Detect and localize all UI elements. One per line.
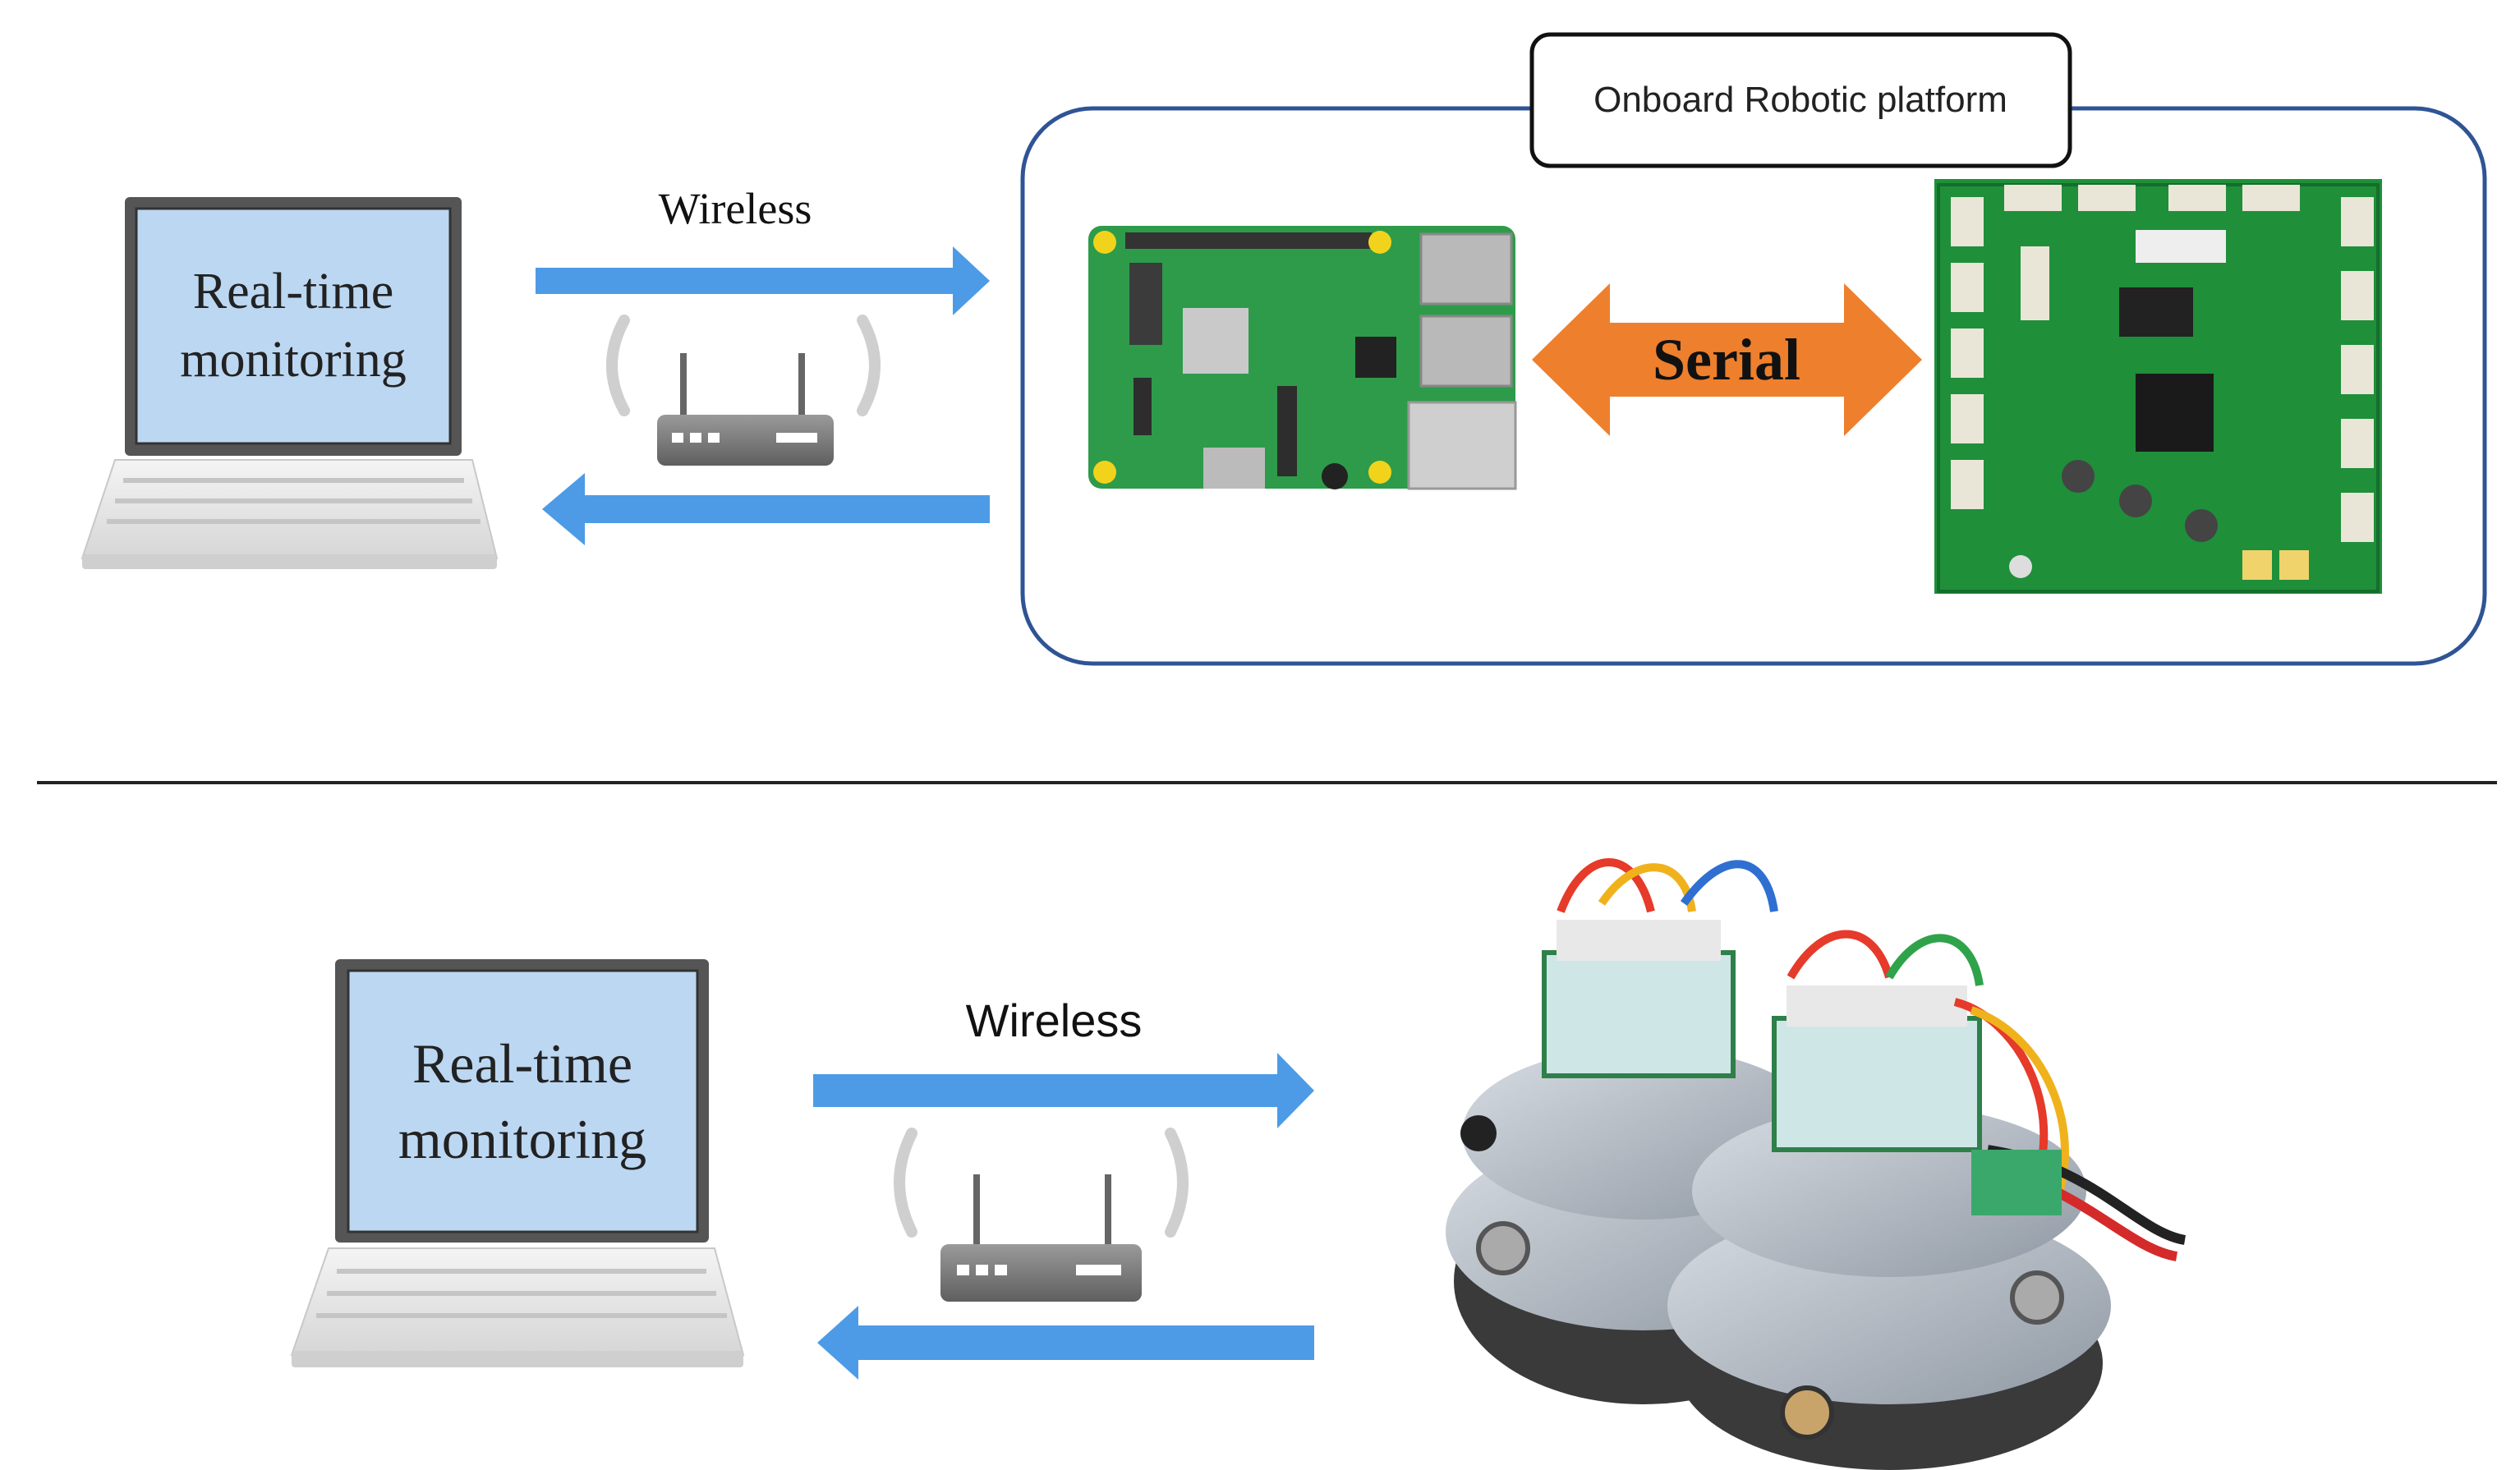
laptop-icon	[80, 197, 499, 569]
robot-swarm-photo	[1446, 858, 2187, 1470]
laptop-screen-line1: Real-time	[412, 1032, 632, 1095]
platform-title-box	[1529, 32, 2072, 168]
wifi-router-icon	[606, 315, 881, 466]
motor-controller-board	[1934, 179, 2382, 594]
wireless-label: Wireless	[966, 995, 1143, 1046]
laptop-icon	[290, 959, 745, 1367]
arrow-left-icon	[817, 1306, 1314, 1380]
serial-label: Serial	[1653, 327, 1800, 393]
arrow-left-icon	[542, 473, 990, 545]
arrow-right-icon	[536, 246, 990, 315]
wifi-router-icon	[894, 1128, 1189, 1302]
platform-title: Onboard Robotic platform	[1593, 80, 2007, 120]
serial-double-arrow	[1532, 283, 1922, 436]
laptop-screen-line2: monitoring	[398, 1108, 646, 1170]
laptop-screen-line1: Real-time	[193, 264, 393, 319]
arrow-right-icon	[813, 1053, 1314, 1128]
laptop-screen-line2: monitoring	[180, 332, 407, 388]
raspberry-pi-board	[1088, 226, 1517, 490]
wireless-label: Wireless	[659, 184, 812, 233]
